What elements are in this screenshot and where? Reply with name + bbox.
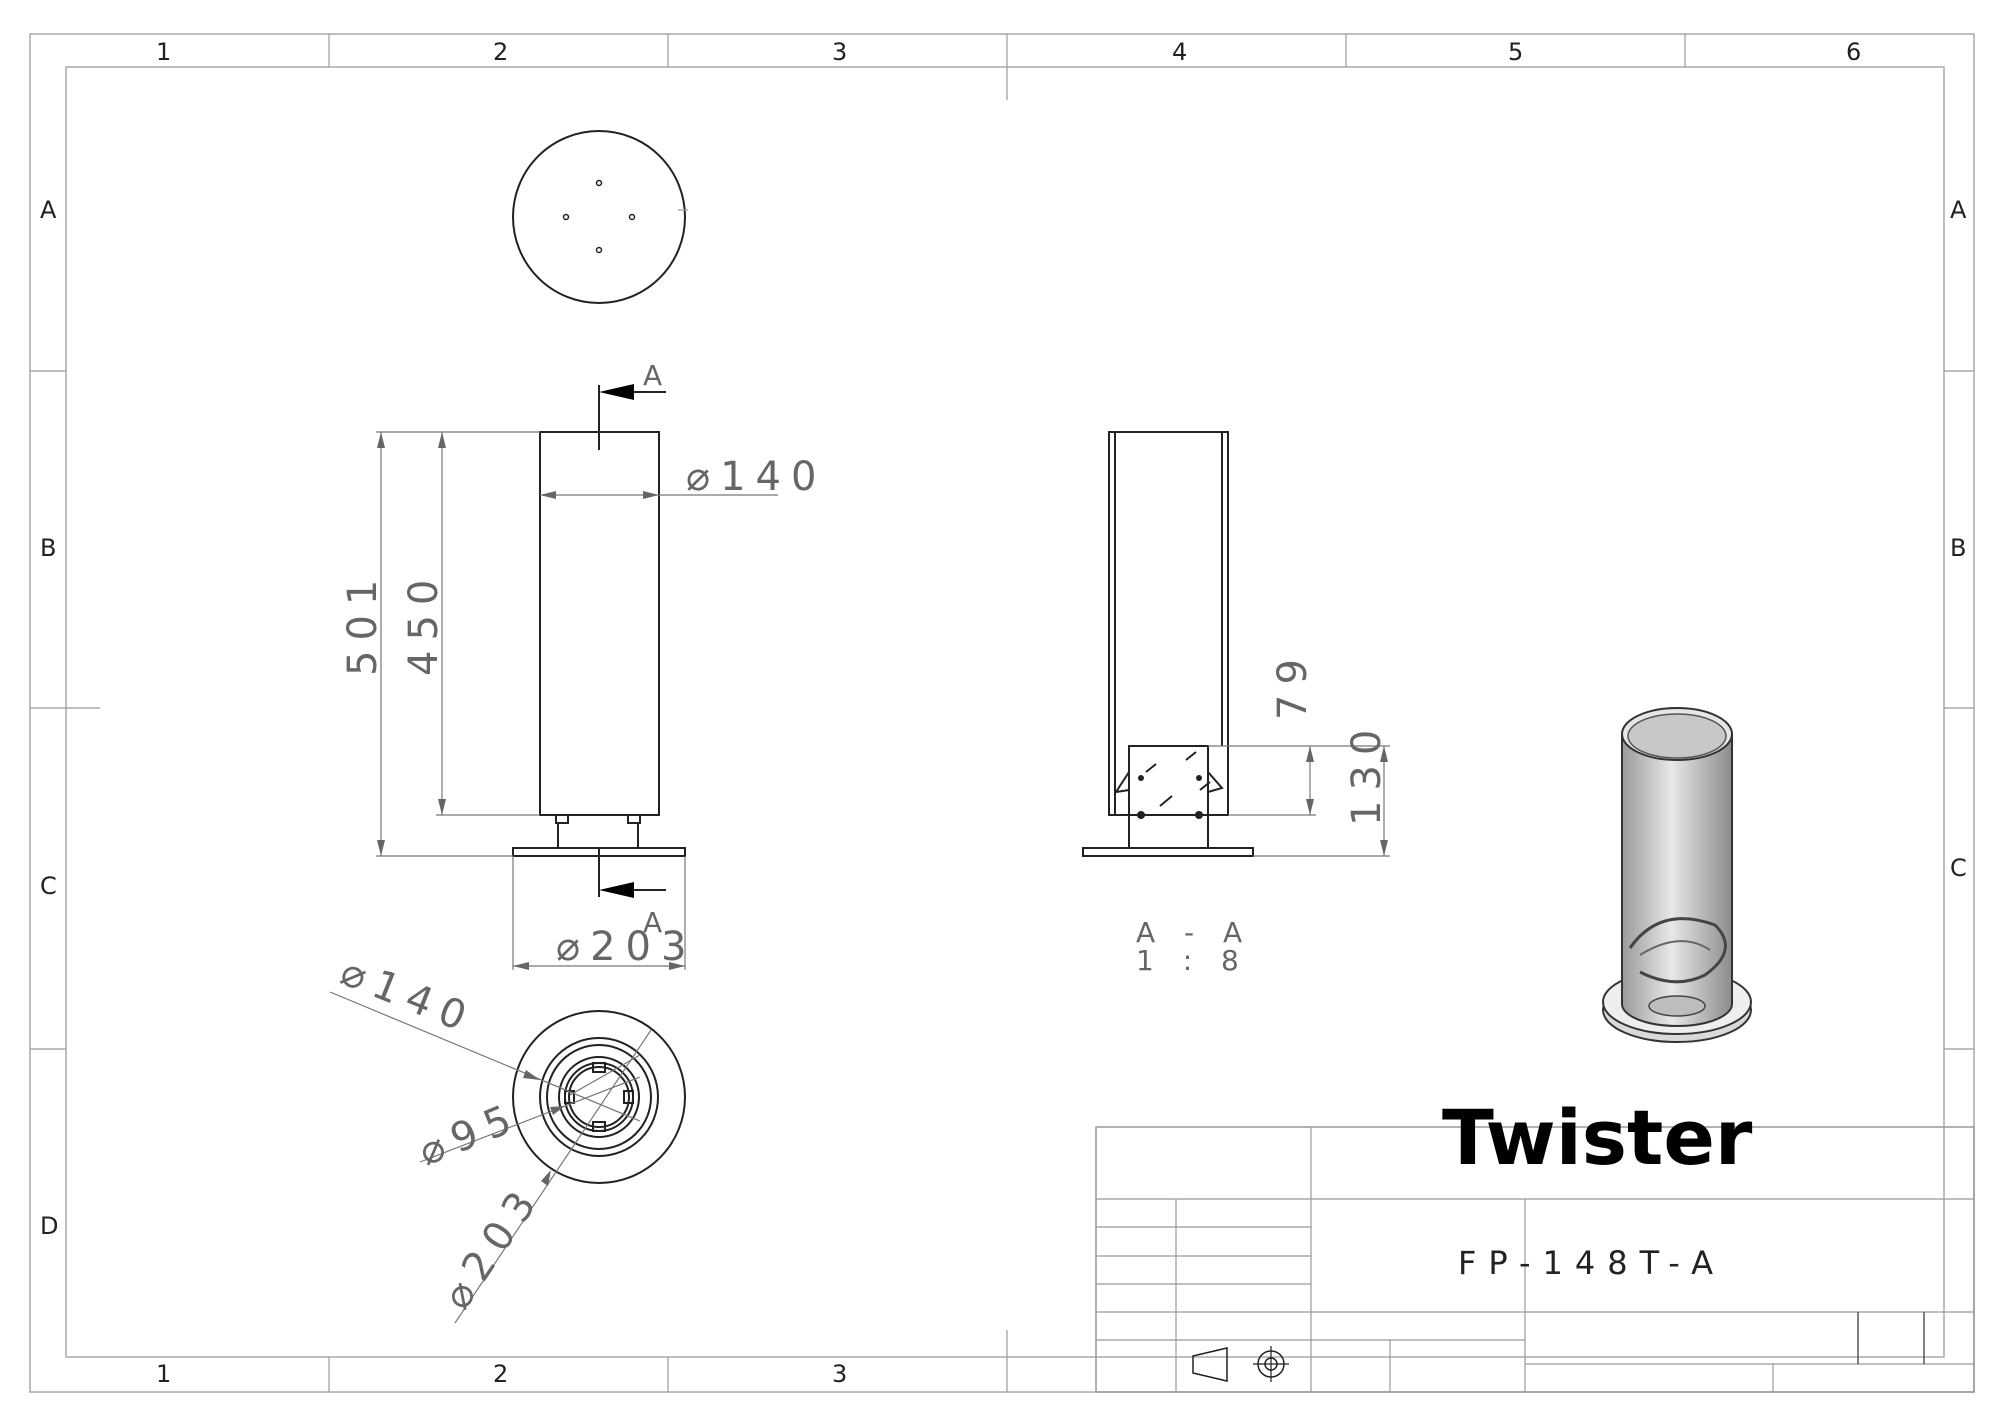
section-view-name: A - A	[1136, 916, 1252, 949]
outer-frame	[29, 33, 1975, 1393]
front-view: A A ⌀140 501 450 ⌀203	[340, 359, 826, 970]
zone-col-3: 3	[832, 38, 847, 66]
section-view: 79 130 A - A 1 : 8	[1082, 431, 1390, 977]
zone-row-b: B	[40, 534, 56, 562]
zone-col-2: 2	[493, 38, 508, 66]
zone-col-1: 1	[156, 38, 171, 66]
title-block: Twister FP-148T-A	[1095, 1093, 1975, 1393]
section-arrow-label-top: A	[643, 359, 662, 392]
zone-col-6: 6	[1846, 38, 1861, 66]
overall-height-label: 501	[340, 570, 386, 676]
base-diameter-label: ⌀203	[556, 924, 696, 970]
zone-row-a-right: A	[1950, 196, 1967, 224]
bottom-outer-diameter-label: ⌀140	[334, 949, 481, 1044]
front-diameter-label: ⌀140	[686, 454, 826, 500]
bottom-inner-diameter-label: ⌀95	[413, 1093, 528, 1175]
zone-row-c: C	[40, 872, 57, 900]
section-height-total-label: 130	[1344, 720, 1390, 826]
zone-row-b-right: B	[1950, 534, 1966, 562]
section-arrow-label-bottom: A	[643, 906, 662, 939]
zone-col-3-bottom: 3	[832, 1360, 847, 1388]
bottom-view: ⌀140 ⌀95 ⌀203	[329, 949, 686, 1324]
zone-col-4: 4	[1172, 38, 1187, 66]
section-view-scale: 1 : 8	[1136, 944, 1249, 977]
zone-dividers	[30, 34, 1974, 1392]
zone-row-d: D	[40, 1212, 58, 1240]
bottom-base-diameter-label: ⌀203	[434, 1175, 551, 1317]
isometric-view	[1602, 707, 1752, 1043]
zone-row-a: A	[40, 196, 57, 224]
section-height-upper-label: 79	[1270, 649, 1316, 720]
crosshair-icon	[1253, 1346, 1289, 1382]
part-number: FP-148T-A	[1458, 1244, 1725, 1282]
zone-row-c-right: C	[1950, 854, 1967, 882]
first-angle-projection-icon	[1192, 1347, 1228, 1382]
inner-frame	[65, 66, 1945, 1358]
zone-col-1-bottom: 1	[156, 1360, 171, 1388]
top-view	[512, 130, 688, 304]
zone-col-2-bottom: 2	[493, 1360, 508, 1388]
zone-col-5: 5	[1508, 38, 1523, 66]
body-height-label: 450	[401, 570, 447, 676]
drawing-title: Twister	[1442, 1093, 1753, 1182]
